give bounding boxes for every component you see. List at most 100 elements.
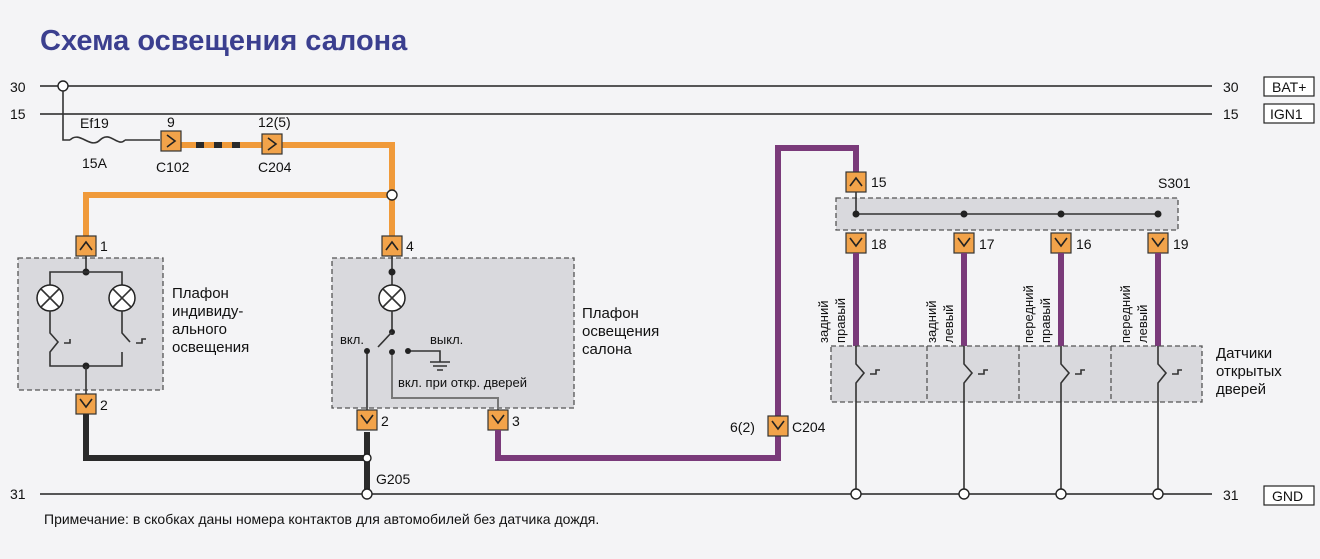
- ground-label: G205: [376, 471, 410, 487]
- connector-pin-17: [953, 232, 975, 254]
- door-switch-4: [1157, 346, 1168, 494]
- pin-18-chevron-icon: [849, 237, 863, 248]
- cabin-switch-blade: [377, 331, 393, 348]
- splice-dot-19: [1154, 210, 1162, 218]
- door-sensors-line-2: открытых: [1216, 363, 1282, 380]
- door-3-line-1: передний: [1021, 285, 1036, 343]
- bus-30-node: [57, 80, 69, 92]
- purple-wire-bottom: [495, 430, 781, 461]
- pin-16-chevron-icon: [1054, 237, 1068, 248]
- connector-pin-1: [75, 235, 97, 257]
- orange-wire-left: [83, 192, 387, 236]
- cabin-off-wire: [408, 350, 441, 362]
- connector-pin-4: [381, 235, 403, 257]
- bus-30-left-label: 30: [10, 79, 26, 95]
- gnd-node-4: [1152, 488, 1164, 500]
- connector-pin-18: [845, 232, 867, 254]
- door-switch-3: [1060, 346, 1071, 494]
- pin-15-chevron-icon: [849, 176, 863, 187]
- bat-tag-box: [1263, 76, 1315, 97]
- c204-bottom-chevron-icon: [771, 420, 785, 431]
- bus-30-right-label: 30: [1223, 79, 1239, 95]
- door-switch-1: [855, 346, 866, 494]
- door-4-line-1: передний: [1118, 285, 1133, 343]
- pin-2-left-chevron-icon: [79, 398, 93, 409]
- door-3-line-2: правый: [1038, 298, 1053, 343]
- pin-19-chevron-icon: [1151, 237, 1165, 248]
- connector-pin-3: [487, 409, 509, 431]
- bus-31-left-label: 31: [10, 486, 26, 502]
- switch-off-label: выкл.: [430, 332, 463, 347]
- lamp-left-cross: [40, 288, 60, 308]
- c204-top-name: C204: [258, 159, 292, 175]
- ind-lamp-line-4: освещения: [172, 339, 249, 356]
- door-sensors-line-1: Датчики: [1216, 345, 1272, 362]
- pin-17-chevron-icon: [957, 237, 971, 248]
- pin-2-center-label: 2: [381, 413, 389, 429]
- black-wire-left: [83, 414, 367, 461]
- fuse-rating: 15A: [82, 155, 108, 171]
- cabin-door-wire: [391, 352, 499, 410]
- door-4-line-2: левый: [1135, 305, 1150, 343]
- door-switch-4-mark: [1172, 369, 1182, 375]
- connector-pin-15: [845, 171, 867, 193]
- gnd-node-2: [958, 488, 970, 500]
- gnd-tag-box: [1263, 485, 1315, 506]
- pin-4-label: 4: [406, 238, 414, 254]
- door-2-line-2: левый: [941, 305, 956, 343]
- gnd-tag: GND: [1272, 488, 1303, 504]
- ind-lamp-right-switch: [121, 311, 131, 343]
- switch-on-label: вкл.: [340, 332, 364, 347]
- c204-top-chevron-icon: [267, 137, 278, 151]
- cabin-on-contact: [364, 348, 370, 354]
- individual-lamp-box: [17, 257, 164, 391]
- lamp-cabin-cross: [382, 288, 402, 308]
- g205-node: [361, 488, 373, 500]
- splice-dot-16: [1057, 210, 1065, 218]
- connector-pin-2-center: [356, 409, 378, 431]
- door-switches: [855, 346, 1182, 494]
- ign-tag: IGN1: [1270, 106, 1303, 122]
- cabin-lamp-box: [331, 257, 575, 409]
- door-sensors-line-3: дверей: [1216, 381, 1266, 398]
- pin-1-chevron-icon: [79, 240, 93, 251]
- footnote: Примечание: в скобках даны номера контак…: [44, 511, 599, 527]
- door-1-line-1: задний: [816, 301, 831, 343]
- cabin-lamp-line-2: освещения: [582, 323, 659, 340]
- pin-4-chevron-icon: [385, 240, 399, 251]
- cabin-lamp-line-3: салона: [582, 341, 632, 358]
- bat-tag: BAT+: [1272, 79, 1306, 95]
- pin-18-label: 18: [871, 236, 887, 252]
- ind-lamp-line-1: Плафон: [172, 285, 229, 302]
- ind-lamp-line-3: ального: [172, 321, 227, 338]
- pin-2-left-label: 2: [100, 397, 108, 413]
- diagram-title: Схема освещения салона: [40, 25, 408, 57]
- pin-17-label: 17: [979, 236, 995, 252]
- cabin-off-contact: [405, 348, 411, 354]
- cabin-door-contact: [389, 349, 395, 355]
- c102-pin: 9: [167, 114, 175, 130]
- door-sensors-box: [830, 345, 1203, 403]
- door-2-line-1: задний: [924, 301, 939, 343]
- connector-pin-2-left: [75, 393, 97, 415]
- pin-19-label: 19: [1173, 236, 1189, 252]
- c204-top-pin: 12(5): [258, 114, 291, 130]
- connector-c102: [160, 130, 182, 152]
- c204-bottom-pin: 6(2): [730, 419, 755, 435]
- c204-bottom-name: C204: [792, 419, 826, 435]
- bus-31-right-label: 31: [1223, 487, 1239, 503]
- splice-dot-18: [852, 210, 860, 218]
- door-switch-1-mark: [870, 369, 880, 375]
- ind-lamp-line-2: индивиду-: [172, 303, 243, 320]
- ground-symbol-icon: [430, 361, 450, 371]
- lamp-right-cross: [112, 288, 132, 308]
- orange-splice-node: [386, 189, 398, 201]
- ind-switch-marks: [64, 338, 146, 344]
- gnd-node-3: [1055, 488, 1067, 500]
- pin-1-label: 1: [100, 238, 108, 254]
- c102-chevron-icon: [166, 134, 177, 148]
- door-1-line-2: правый: [833, 298, 848, 343]
- pin-3-chevron-icon: [491, 414, 505, 425]
- cabin-lamp-line-1: Плафон: [582, 305, 639, 322]
